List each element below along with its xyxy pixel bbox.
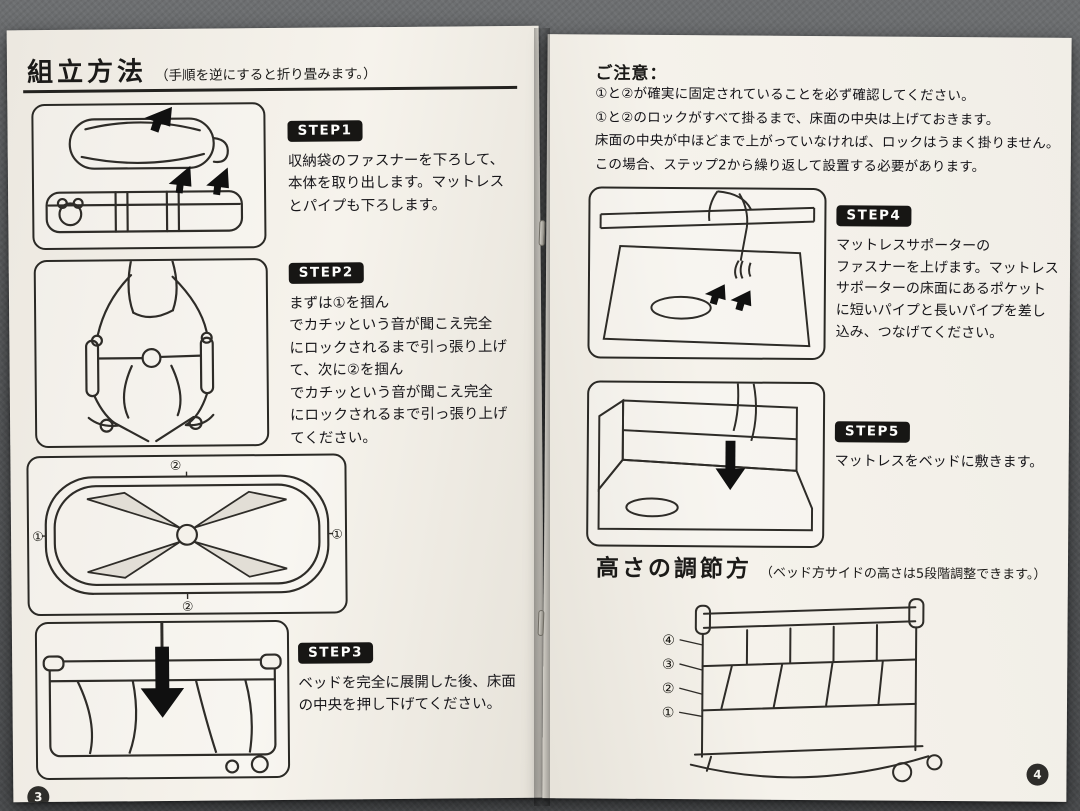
step5-text: マットレスをベッドに敷きます。 (834, 453, 1044, 471)
staple-bottom (537, 609, 545, 637)
assembly-title-row: 組立方法 （手順を逆にすると折り畳みます。） (27, 49, 377, 89)
step3-text: ベッドを完全に展開した後、床面 の中央を押し下げてください。 (298, 673, 516, 715)
arrow-down-shaft (155, 646, 170, 691)
arrow-remove-2 (206, 167, 229, 196)
step5-illustration-box (586, 380, 826, 549)
height-title-row: 高さの調節方 （ベッド方サイドの高さは5段階調整できます。） (596, 549, 1047, 586)
step1-text: 収納袋のファスナーを下ろして、 本体を取り出します。マットレス とパイプも下ろし… (287, 151, 505, 215)
notice-text: ①と②が確実に固定されていることを必ず確認してください。 ①と②のロックがすべて… (594, 85, 1060, 176)
notice-title: ご注意： (595, 63, 668, 85)
arrow-mattress-head (715, 468, 746, 491)
assembly-title: 組立方法 (26, 57, 148, 89)
height-callout-1: ① (662, 705, 675, 721)
topview-callout-bottom: ② (182, 600, 194, 614)
step3-illustration-box (34, 619, 291, 781)
topview-callout-top: ② (170, 459, 182, 474)
left-page: 組立方法 （手順を逆にすると折り畳みます。） (6, 25, 546, 803)
crib-height-illustration: ④ ③ ② ① (662, 598, 943, 783)
step3-block: STEP3 ベッドを完全に展開した後、床面 の中央を押し下げてください。 (297, 640, 531, 718)
storage-bag-illustration (45, 106, 244, 234)
arrow-mattress-shaft (725, 440, 736, 471)
floor-pocket-illustration (599, 190, 816, 348)
step1-illustration-box (31, 102, 267, 251)
step2-illustration-box (33, 258, 270, 449)
step4-badge: STEP4 (836, 205, 912, 227)
assembly-title-note: （手順を逆にすると折り畳みます。） (154, 66, 377, 85)
height-callout-3: ③ (662, 657, 675, 673)
arrow-pipe-2 (730, 290, 752, 312)
height-title: 高さの調節方 (595, 555, 753, 583)
topview-callout-left: ① (32, 530, 44, 545)
step5-badge: STEP5 (834, 421, 910, 443)
step1-block: STEP1 収納袋のファスナーを下ろして、 本体を取り出します。マットレス とパ… (287, 118, 524, 218)
step5-block: STEP5 マットレスをベッドに敷きます。 (835, 420, 1063, 474)
page-number-right: 4 (1026, 763, 1049, 786)
arrow-down-head (140, 687, 185, 718)
step2-text: まずは①を掴ん でカチッという音が聞こえ完全 にロックされるまで引っ張り上げ て… (288, 295, 508, 447)
bed-interior-illustration (597, 383, 814, 532)
step4-text: マットレスサポーターの ファスナーを上げます。マットレス サポーターの床面にある… (835, 237, 1059, 342)
step1-badge: STEP1 (287, 120, 363, 142)
height-callout-2: ② (662, 681, 675, 697)
staple-top (538, 219, 546, 247)
height-title-note: （ベッド方サイドの高さは5段階調整できます。） (759, 565, 1047, 583)
step4-block: STEP4 マットレスサポーターの ファスナーを上げます。マットレス サポーター… (836, 204, 1065, 345)
page-number-left: 3 (27, 785, 50, 803)
height-callout-4: ④ (662, 633, 675, 649)
step4-illustration-box (587, 186, 827, 361)
push-floor-illustration (42, 622, 282, 774)
step2-block: STEP2 まずは①を掴ん でカチッという音が聞こえ完全 にロックされるまで引っ… (288, 260, 529, 450)
pull-up-rails-illustration (85, 260, 215, 443)
crib-top-view-illustration: ② ① ① ② (32, 459, 343, 614)
right-page: ご注意： ①と②が確実に固定されていることを必ず確認してください。 ①と②のロッ… (542, 34, 1072, 802)
topview-callout-right: ① (331, 527, 343, 542)
arrow-pipe-1 (704, 284, 726, 305)
arrow-remove-1 (168, 165, 192, 194)
arrow-open-bag (144, 106, 172, 133)
topview-illustration-box: ② ① ① ② (26, 453, 348, 617)
step2-badge: STEP2 (288, 262, 364, 284)
step3-badge: STEP3 (297, 642, 374, 664)
height-illustration: ④ ③ ② ① (650, 587, 963, 797)
